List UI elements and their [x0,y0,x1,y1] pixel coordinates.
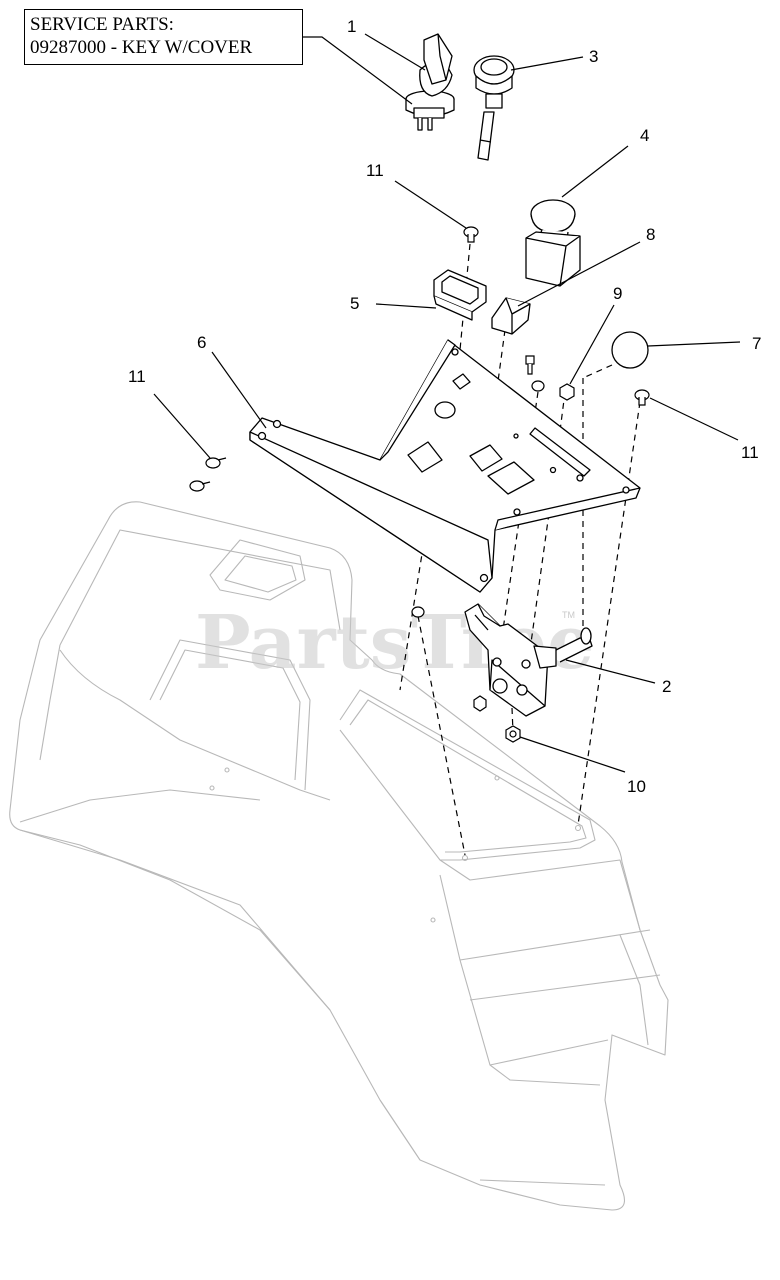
callout-7: 7 [752,334,761,353]
push-button-part [525,199,581,287]
service-parts-kit: 09287000 - KEY W/COVER [30,37,253,58]
callout-6: 6 [197,333,206,352]
callout-8: 8 [646,225,655,244]
callout-numbers: 1 3 4 11 8 9 5 6 7 11 11 2 10 [128,17,761,796]
control-plate [249,339,641,593]
callout-9: 9 [613,284,622,303]
service-parts-box: SERVICE PARTS: 09287000 - KEY W/COVER [24,9,303,65]
lever-bracket-part [464,603,593,717]
callout-10: 10 [627,777,646,796]
callout-11-left: 11 [128,367,146,386]
watermark-tm: TM [562,610,575,620]
callout-1: 1 [347,17,356,36]
pto-switch-part [473,55,515,161]
callout-3: 3 [589,47,598,66]
callout-11-right: 11 [741,443,759,462]
knob-part [611,331,649,369]
callout-2: 2 [662,677,671,696]
service-parts-title: SERVICE PARTS: [30,14,174,35]
fasteners [189,226,650,743]
rocker-switch-part [491,297,531,335]
callout-11-top: 11 [366,161,384,180]
console-housing [9,501,669,1211]
ignition-switch-part [405,33,455,131]
callout-5: 5 [350,294,359,313]
callout-4: 4 [640,126,649,145]
leader-lines [153,33,741,773]
switch-bezel-part [433,269,487,321]
